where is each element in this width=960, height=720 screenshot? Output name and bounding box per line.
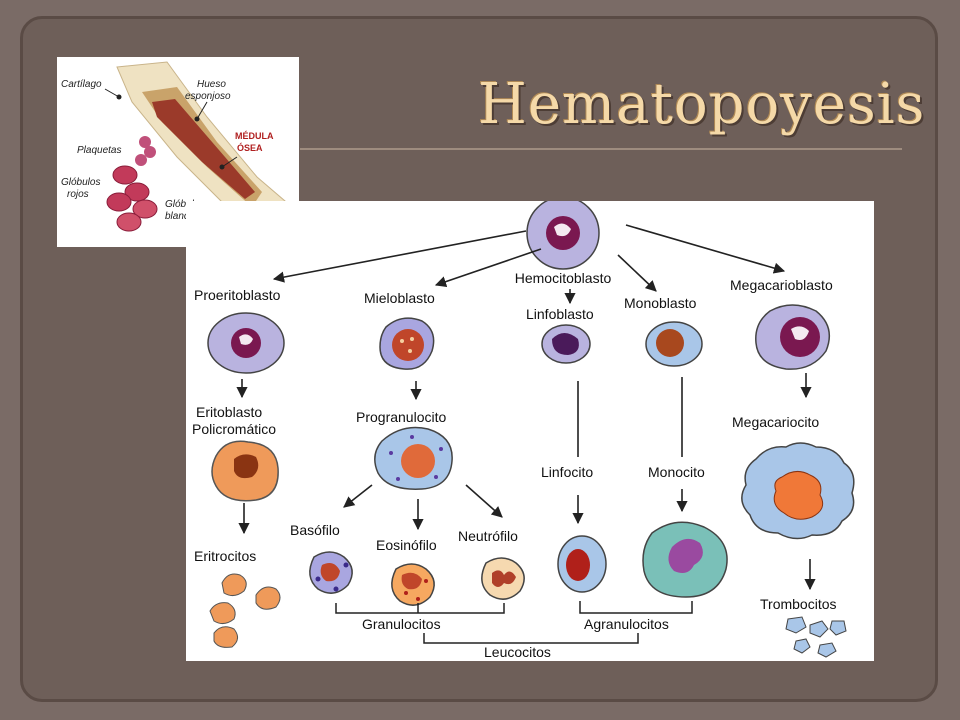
- label-cartilage: Cartílago: [61, 79, 102, 90]
- label-neutrophil: Neutrófilo: [458, 528, 518, 544]
- pointer-line: [104, 88, 120, 98]
- red-cell: [124, 182, 150, 202]
- label-megakaryocyte: Megacariocito: [732, 414, 819, 430]
- lymphocyte-cell: [557, 535, 607, 593]
- label-platelets: Plaquetas: [77, 145, 121, 156]
- label-erythrocytes: Eritrocitos: [194, 548, 256, 564]
- pointer-dot: [116, 94, 122, 100]
- label-red-cells-1: Glóbulos: [61, 177, 100, 188]
- label-white-cells-2: blancos: [165, 211, 199, 222]
- erythroblast-cell: [211, 440, 279, 502]
- megakaryoblast-cell: [755, 304, 831, 370]
- platelet-cell: [144, 146, 156, 158]
- white-cell: [132, 199, 158, 219]
- monoblast-cell: [645, 321, 703, 367]
- label-myeloblast: Mieloblasto: [364, 290, 435, 306]
- label-granulocytes: Granulocitos: [362, 616, 441, 632]
- pointer-dot: [194, 116, 200, 122]
- label-megakaryoblast: Megacarioblasto: [730, 277, 833, 293]
- label-erythroblast-1: Eritoblasto: [196, 404, 262, 420]
- label-monoblast: Monoblasto: [624, 295, 697, 311]
- bone-illustration-svg: Cartílago Hueso esponjoso MÉDULA ÓSEA Pl…: [61, 61, 293, 243]
- red-cell: [112, 165, 138, 185]
- label-spongy-bone-2: esponjoso: [185, 91, 231, 102]
- label-red-cells-2: rojos: [67, 189, 89, 200]
- label-spongy-bone-1: Hueso: [197, 79, 226, 90]
- hemocytoblast-cell: [526, 201, 600, 270]
- label-promyelocyte: Progranulocito: [356, 409, 446, 425]
- arrow-to-proerythroblast: [272, 230, 527, 283]
- basophil-cell: [309, 551, 353, 594]
- slide-title: Hematopoyesis: [478, 72, 926, 137]
- white-cell: [116, 212, 142, 232]
- hematopoiesis-diagram: Hemocitoblasto Proeritoblasto Eritoblast…: [186, 201, 874, 661]
- platelet-cell: [135, 154, 147, 166]
- bracket-granulocytes: [335, 603, 505, 614]
- label-erythroblast-2: Policromático: [192, 421, 276, 437]
- arrow-to-myeloblast: [434, 248, 542, 288]
- arrow-to-megakaryoblast: [625, 224, 786, 274]
- label-proerythroblast: Proeritoblasto: [194, 287, 281, 303]
- proerythroblast-cell: [207, 312, 285, 374]
- title-underline: [300, 148, 902, 150]
- arrow-to-monoblast: [617, 254, 657, 292]
- neutrophil-cell: [481, 557, 525, 600]
- megakaryocyte-cell: [741, 442, 855, 540]
- thrombocyte-cells: [785, 616, 847, 658]
- lymphoblast-cell: [541, 324, 591, 364]
- label-leukocytes: Leucocitos: [484, 644, 551, 660]
- label-monocyte: Monocito: [648, 464, 705, 480]
- erythrocyte-cells: [209, 573, 281, 648]
- bracket-agranulocytes: [579, 601, 693, 614]
- diagram-svg: Hemocitoblasto Proeritoblasto Eritoblast…: [192, 201, 855, 660]
- label-marrow-2: ÓSEA: [237, 142, 263, 153]
- label-thrombocytes: Trombocitos: [760, 596, 837, 612]
- myeloblast-cell: [379, 317, 435, 370]
- red-cell: [106, 192, 132, 212]
- platelet-cell: [139, 136, 151, 148]
- pointer-line: [221, 156, 238, 168]
- bone-marrow-illustration: Cartílago Hueso esponjoso MÉDULA ÓSEA Pl…: [57, 57, 299, 247]
- marrow-cavity: [152, 99, 255, 199]
- arrow-to-basophil: [343, 484, 373, 508]
- label-basophil: Basófilo: [290, 522, 340, 538]
- promyelocyte-cell: [374, 426, 453, 490]
- monocyte-cell: [642, 521, 728, 598]
- label-eosinophil: Eosinófilo: [376, 537, 437, 553]
- label-white-cells-1: Glóbulos: [165, 199, 204, 210]
- pointer-line: [196, 101, 208, 120]
- label-lymphoblast: Linfoblasto: [526, 306, 594, 322]
- label-marrow-1: MÉDULA: [235, 131, 274, 141]
- bracket-leukocytes: [423, 633, 639, 644]
- pointer-dot: [219, 164, 225, 170]
- arrow-to-neutrophil: [465, 484, 503, 518]
- eosinophil-cell: [391, 563, 435, 606]
- label-agranulocytes: Agranulocitos: [584, 616, 669, 632]
- label-lymphocyte: Linfocito: [541, 464, 593, 480]
- label-hemocytoblast: Hemocitoblasto: [515, 270, 612, 286]
